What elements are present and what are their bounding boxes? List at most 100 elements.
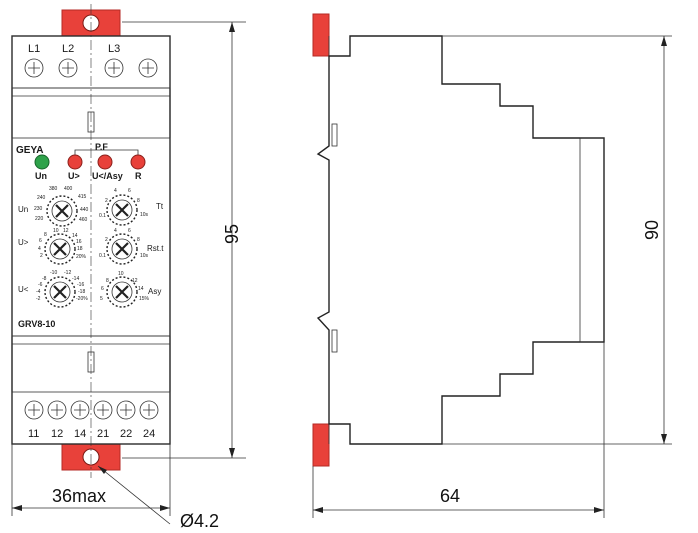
un-scale-220: 220 — [35, 216, 44, 222]
dimension-95: 95 — [222, 224, 242, 244]
tt-scale-8: 8 — [137, 198, 140, 204]
bottom-terminal-screws — [24, 400, 159, 420]
led-label-un: Un — [35, 171, 47, 181]
un-scale-440: 440 — [80, 207, 89, 213]
knob-un-label: Un — [18, 205, 28, 214]
dimension-hole: Ø4.2 — [180, 511, 219, 531]
rst-scale-6: 6 — [128, 228, 131, 234]
asy-scale-10: 10 — [118, 271, 124, 277]
u-over-scale-16: 16 — [76, 239, 82, 245]
u-over-scale-14: 14 — [72, 233, 78, 239]
terminal-label-l2: L2 — [62, 43, 74, 55]
model-label: GRV8-10 — [18, 319, 55, 329]
side-top-red-clip — [312, 13, 330, 57]
u-under-scale-m8: -8 — [42, 276, 47, 282]
led-label-u-over: U> — [68, 171, 80, 181]
side-height-dimension — [442, 35, 672, 445]
u-under-scale-m10: -10 — [50, 270, 57, 276]
u-over-scale-10: 10 — [53, 228, 59, 234]
pf-bracket — [74, 149, 139, 158]
knob-rst[interactable] — [106, 233, 138, 265]
u-over-scale-18: 18 — [77, 246, 83, 252]
rst-scale-4: 4 — [114, 228, 117, 234]
knob-u-over[interactable] — [44, 233, 76, 265]
led-u-over — [67, 154, 83, 170]
side-depth-dimension — [312, 342, 605, 518]
u-under-scale-m18: -18 — [78, 289, 85, 295]
brand-logo: GEYA — [16, 145, 43, 156]
front-view: L1 L2 L3 GEYA P.F Un U> U</Asy R Un 380 — [11, 4, 171, 478]
knob-u-under[interactable] — [44, 276, 76, 308]
u-over-scale-4: 4 — [38, 246, 41, 252]
terminal-label-24: 24 — [143, 428, 155, 440]
knob-asy[interactable] — [106, 276, 138, 308]
u-under-scale-m2: -2 — [36, 296, 41, 302]
u-over-scale-12: 12 — [63, 228, 69, 234]
u-under-scale-m16: -16 — [77, 282, 84, 288]
knob-tt-label: Tt — [156, 202, 164, 211]
asy-scale-12: 12 — [132, 278, 138, 284]
knob-asy-label: Asy — [148, 287, 161, 296]
dimension-36max: 36max — [52, 486, 106, 506]
terminal-label-14: 14 — [74, 428, 86, 440]
side-profile-outline — [316, 35, 605, 445]
dimension-90: 90 — [642, 220, 662, 240]
tt-scale-2: 2 — [105, 198, 108, 204]
tt-scale-4: 4 — [114, 188, 117, 194]
front-width-dimension — [11, 444, 171, 516]
u-under-scale-m14: -14 — [72, 276, 79, 282]
hole-leader-arrow — [98, 466, 107, 474]
top-terminal-screws — [24, 58, 158, 78]
side-front-bezel — [579, 137, 604, 343]
terminal-label-l3: L3 — [108, 43, 120, 55]
led-r — [130, 154, 146, 170]
knob-u-under-label: U< — [18, 285, 29, 294]
front-height-dimension — [122, 21, 246, 459]
u-under-scale-m12: -12 — [64, 270, 71, 276]
hole-leader-line — [97, 465, 171, 525]
un-scale-240: 240 — [37, 195, 46, 201]
u-over-scale-20: 20% — [76, 254, 87, 260]
u-over-scale-6: 6 — [39, 238, 42, 244]
rst-scale-2: 2 — [105, 237, 108, 243]
led-un — [34, 154, 50, 170]
rst-scale-0-1: 0.1 — [99, 253, 106, 259]
knob-un[interactable] — [46, 195, 78, 227]
un-scale-400: 400 — [64, 186, 73, 192]
side-view — [312, 13, 605, 467]
knob-tt[interactable] — [106, 194, 138, 226]
terminal-label-21: 21 — [97, 428, 109, 440]
u-under-scale-m20: -20% — [76, 296, 88, 302]
un-scale-380: 380 — [49, 186, 58, 192]
asy-scale-6: 6 — [101, 286, 104, 292]
pf-label: P.F — [95, 142, 108, 152]
asy-scale-15: 15% — [139, 296, 150, 302]
rst-scale-8: 8 — [137, 237, 140, 243]
dimension-64: 64 — [440, 486, 460, 506]
tt-scale-0-1: 0.1 — [99, 213, 106, 219]
terminal-label-l1: L1 — [28, 43, 40, 55]
led-label-r: R — [135, 171, 142, 181]
u-under-scale-m6: -6 — [38, 282, 43, 288]
terminal-label-11: 11 — [28, 428, 39, 440]
side-upper-notch — [331, 123, 338, 147]
knob-u-over-label: U> — [18, 238, 29, 247]
u-over-scale-2: 2 — [40, 253, 43, 259]
terminal-label-22: 22 — [120, 428, 132, 440]
asy-scale-14: 14 — [138, 286, 144, 292]
led-label-u-under-asy: U</Asy — [92, 171, 123, 181]
knob-rst-label: Rst.t — [147, 244, 164, 253]
tt-scale-6: 6 — [128, 188, 131, 194]
asy-scale-5: 5 — [100, 296, 103, 302]
un-scale-230: 230 — [34, 206, 43, 212]
terminal-label-12: 12 — [51, 428, 63, 440]
side-lower-notch — [331, 329, 338, 353]
side-bottom-red-clip — [312, 423, 330, 467]
un-scale-460: 460 — [79, 217, 88, 223]
rst-scale-10s: 10s — [140, 253, 149, 259]
led-u-under-asy — [97, 154, 113, 170]
u-under-scale-m4: -4 — [36, 289, 41, 295]
un-scale-415: 415 — [78, 194, 87, 200]
tt-scale-10s: 10s — [140, 212, 149, 218]
